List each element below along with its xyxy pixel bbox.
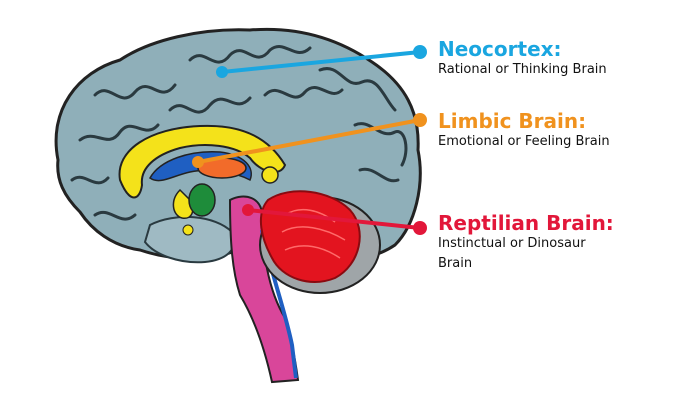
neocortex-dot-end	[413, 45, 427, 59]
neocortex-dot-start	[216, 66, 228, 78]
reptilian-dot-end	[413, 221, 427, 235]
pineal-node	[261, 166, 279, 184]
temporal-lobe	[143, 215, 235, 264]
reptilian-pointer	[247, 208, 421, 230]
limbic-dot-start	[192, 156, 204, 168]
neocortex-label: Neocortex: Rational or Thinking Brain	[438, 38, 607, 80]
limbic-label: Limbic Brain: Emotional or Feeling Brain	[438, 110, 610, 152]
reptilian-subtitle: Instinctual or Dinosaur Brain	[438, 236, 586, 271]
small-node	[182, 224, 194, 236]
limbic-dot-end	[413, 113, 427, 127]
reptilian-label: Reptilian Brain: Instinctual or Dinosaur…	[438, 212, 614, 274]
limbic-subtitle: Emotional or Feeling Brain	[438, 134, 610, 149]
cortex-folds	[70, 45, 408, 221]
limbic-arc	[118, 124, 287, 199]
neocortex-title: Neocortex:	[438, 37, 562, 61]
limbic-title: Limbic Brain:	[438, 109, 587, 133]
limbic-pointer	[197, 118, 421, 164]
reptilian-dot-start	[242, 204, 254, 216]
amygdala	[188, 183, 216, 217]
reptilian-title: Reptilian Brain:	[438, 211, 614, 235]
neocortex-pointer	[221, 50, 421, 74]
neocortex-subtitle: Rational or Thinking Brain	[438, 62, 607, 77]
